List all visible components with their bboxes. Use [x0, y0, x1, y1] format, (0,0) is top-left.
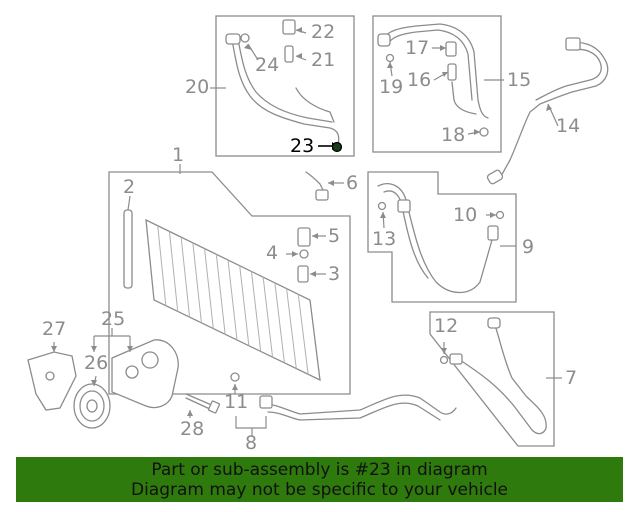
hose-7 — [439, 317, 562, 435]
callout-11: 11 — [224, 391, 249, 413]
hose-9 — [377, 183, 516, 294]
bracket-27 — [27, 342, 77, 411]
callout-28: 28 — [180, 418, 205, 440]
callout-25: 25 — [101, 308, 126, 330]
callout-22: 22 — [311, 21, 336, 43]
part-23-o-ring — [318, 141, 343, 153]
frame-7 — [429, 311, 555, 447]
callout-8: 8 — [245, 432, 258, 454]
sensor-6 — [305, 171, 344, 201]
condenser-fin — [192, 242, 202, 323]
callout-5: 5 — [328, 225, 341, 247]
callout-27: 27 — [42, 318, 67, 340]
condenser-fin — [157, 225, 167, 306]
condenser-fin — [286, 288, 297, 369]
callout-23-highlighted: 23 — [290, 135, 315, 157]
frame-15 — [372, 15, 502, 153]
callout-18: 18 — [441, 124, 466, 146]
callout-19: 19 — [379, 76, 404, 98]
condenser-fin — [262, 277, 274, 358]
condenser-fin — [204, 248, 214, 329]
hose-assembly-20 — [210, 19, 340, 145]
condenser-fin — [297, 294, 309, 375]
callout-4: 4 — [266, 242, 279, 264]
condenser-fin — [274, 282, 285, 363]
callout-12: 12 — [434, 315, 459, 337]
callout-24: 24 — [255, 54, 280, 76]
condenser-fin — [239, 265, 250, 346]
callout-16: 16 — [407, 69, 432, 91]
valve-3 — [297, 265, 326, 283]
callout-15: 15 — [507, 69, 532, 91]
callout-14: 14 — [556, 115, 581, 137]
info-banner: Part or sub-assembly is #23 in diagram D… — [16, 457, 623, 502]
condenser-fin — [250, 271, 262, 352]
callout-9: 9 — [522, 236, 535, 258]
callout-26: 26 — [84, 352, 109, 374]
bolt-28 — [185, 393, 221, 418]
frame-20 — [215, 15, 355, 157]
banner-line-part: Part or sub-assembly is #23 in diagram — [151, 460, 488, 480]
condenser-1 — [123, 164, 321, 382]
hose-8 — [235, 394, 457, 436]
condenser-fin — [227, 259, 238, 341]
callout-21: 21 — [311, 49, 336, 71]
frame-9 — [367, 171, 517, 303]
callout-7: 7 — [565, 367, 578, 389]
callout-10: 10 — [453, 204, 478, 226]
clutch-pulley-26 — [73, 375, 111, 429]
callout-17: 17 — [405, 37, 430, 59]
frame-1 — [108, 171, 351, 395]
compressor-25 — [93, 328, 179, 409]
condenser-fin — [215, 254, 226, 335]
condenser-fin — [168, 231, 179, 312]
parts-diagram — [27, 15, 609, 447]
callout-2: 2 — [123, 176, 136, 198]
hose-14 — [486, 37, 609, 185]
callout-20: 20 — [185, 76, 210, 98]
callout-6: 6 — [346, 172, 359, 194]
callout-13: 13 — [372, 228, 397, 250]
callout-3: 3 — [328, 263, 341, 285]
callout-1: 1 — [172, 144, 185, 166]
condenser-fin — [180, 237, 191, 318]
pressure-switch-5 — [297, 227, 326, 247]
banner-line-disclaimer: Diagram may not be specific to your vehi… — [130, 480, 508, 500]
